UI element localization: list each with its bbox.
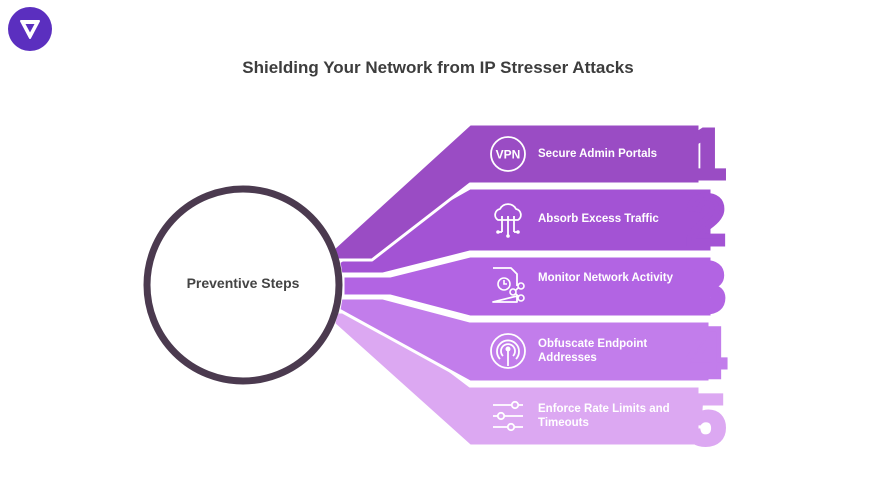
shield-logo-icon	[20, 20, 40, 39]
brand-logo[interactable]	[8, 7, 52, 51]
diagram-title: Shielding Your Network from IP Stresser …	[242, 58, 634, 77]
step-label-5: Enforce Rate Limits and Timeouts	[538, 403, 670, 429]
step-number-5: 5	[684, 381, 728, 459]
step-number-1: 1	[684, 115, 728, 193]
sliders-icon	[493, 400, 523, 432]
center-circle	[143, 185, 343, 385]
center-label: Preventive Steps	[186, 275, 300, 291]
signal-mask-icon	[490, 333, 526, 369]
step-number-4: 4	[684, 314, 728, 392]
step-label-4: Obfuscate Endpoint Addresses	[538, 338, 648, 364]
step-number-2: 2	[684, 181, 728, 259]
step-band-4	[337, 296, 712, 384]
step-band-1	[332, 122, 702, 262]
cloud-network-icon	[494, 203, 522, 238]
svg-text:VPN: VPN	[496, 148, 521, 162]
monitor-document-icon	[492, 267, 525, 303]
step-label-3: Monitor Network Activity	[538, 272, 674, 284]
step-label-1: Secure Admin Portals	[538, 148, 658, 160]
step-number-3: 3	[684, 248, 728, 326]
vpn-icon: VPN	[490, 136, 526, 172]
step-label-2: Absorb Excess Traffic	[538, 213, 659, 225]
step-band-3	[341, 254, 714, 319]
